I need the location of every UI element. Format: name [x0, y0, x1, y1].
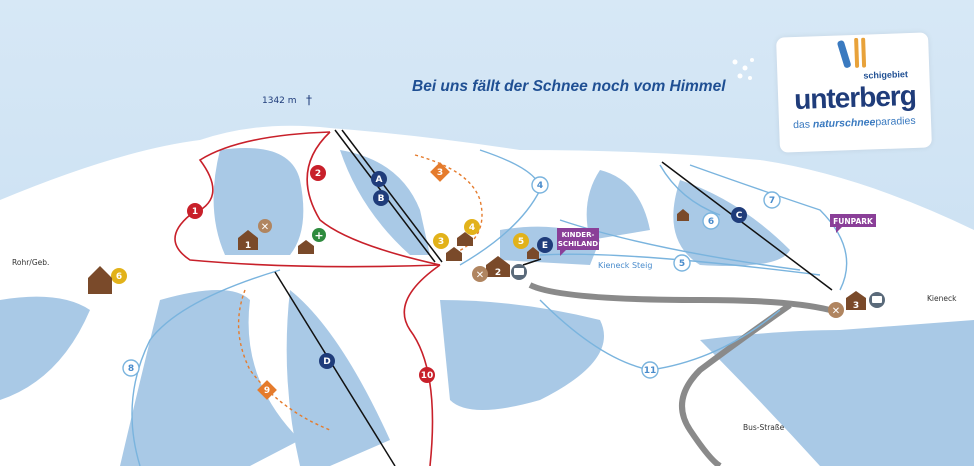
- slope-3-marker[interactable]: 3: [430, 162, 450, 182]
- kinderschiland-badge[interactable]: KINDER- SCHILAND: [557, 228, 599, 256]
- restaurant-4-marker[interactable]: 4: [464, 219, 480, 235]
- svg-text:+: +: [314, 229, 323, 242]
- logo-name: unterberg: [793, 79, 917, 116]
- hut-icon: [677, 209, 689, 221]
- hut-icon: [486, 256, 510, 277]
- slope-11-marker[interactable]: [641, 361, 659, 379]
- unterberg-logo[interactable]: schigebiet unterberg das naturschneepara…: [776, 32, 932, 153]
- lifts: [274, 129, 833, 466]
- first-aid-icon: +: [312, 228, 326, 242]
- ski-icon: [837, 37, 867, 68]
- peak-elevation: 1342 m: [262, 96, 297, 106]
- bus-strasse-label: Bus-Straße: [743, 423, 785, 432]
- hut-icon: [298, 240, 314, 254]
- slope-8-marker[interactable]: [122, 359, 140, 377]
- slope-7-label: 7: [769, 196, 775, 206]
- restaurant-5-marker[interactable]: 5: [513, 233, 529, 249]
- cross-icon: †: [306, 93, 312, 107]
- svg-text:2: 2: [315, 169, 321, 179]
- slope-5-marker[interactable]: [673, 254, 691, 272]
- slope-1-marker[interactable]: 1: [187, 203, 203, 219]
- hut-1-label: 1: [245, 241, 251, 251]
- restaurant-6-marker[interactable]: 6: [111, 268, 127, 284]
- svg-text:B: B: [378, 194, 385, 204]
- svg-text:1: 1: [192, 207, 198, 217]
- slope-9-marker[interactable]: 9: [257, 380, 277, 400]
- road: [528, 282, 831, 313]
- svg-text:E: E: [542, 241, 548, 251]
- slope-6-marker[interactable]: [702, 212, 720, 230]
- slope-5-label: 5: [679, 259, 685, 269]
- slope-10-marker[interactable]: 10: [419, 367, 435, 383]
- restaurant-icon: ✕: [472, 266, 488, 282]
- lift-c-marker[interactable]: C: [731, 207, 747, 223]
- restaurant-icon: ✕: [258, 219, 272, 233]
- svg-text:9: 9: [264, 386, 270, 396]
- svg-text:✕: ✕: [832, 306, 840, 317]
- hut-icon: [527, 247, 539, 259]
- svg-text:5: 5: [518, 237, 524, 247]
- svg-text:FUNPARK: FUNPARK: [833, 217, 874, 226]
- svg-text:10: 10: [421, 371, 434, 381]
- svg-text:3: 3: [438, 237, 444, 247]
- svg-text:Kieneck: Kieneck: [927, 294, 957, 303]
- lift-b-marker[interactable]: B: [373, 190, 389, 206]
- lift-e-marker[interactable]: E: [537, 237, 553, 253]
- svg-text:Rohr/Geb.: Rohr/Geb.: [12, 258, 49, 267]
- svg-text:SCHILAND: SCHILAND: [558, 240, 598, 248]
- svg-text:3: 3: [437, 168, 443, 178]
- hut-icon: [846, 291, 866, 310]
- svg-text:C: C: [736, 211, 743, 221]
- rohr-sign: Rohr/Geb.: [8, 256, 72, 268]
- svg-text:D: D: [323, 357, 330, 367]
- funpark-badge[interactable]: FUNPARK: [830, 214, 876, 233]
- svg-text:6: 6: [116, 272, 122, 282]
- kieneck-sign: Kieneck: [918, 292, 972, 304]
- svg-text:A: A: [376, 175, 383, 185]
- kieneck-steig-label: Kieneck Steig: [598, 261, 652, 270]
- slope-4-label: 4: [537, 181, 543, 191]
- red-slopes: [174, 131, 441, 466]
- slope-7-marker[interactable]: [763, 191, 781, 209]
- bus-stop-icon: [511, 264, 527, 280]
- restaurant-3-marker[interactable]: 3: [433, 233, 449, 249]
- slope-8-label: 8: [128, 364, 134, 374]
- svg-text:✕: ✕: [261, 222, 269, 233]
- hut-icon: [457, 232, 473, 246]
- headline: Bei uns fällt der Schnee noch vom Himmel: [412, 78, 726, 95]
- slope-6-label: 6: [708, 217, 714, 227]
- snowflake-dots: [732, 58, 754, 80]
- svg-text:KINDER-: KINDER-: [562, 231, 595, 239]
- svg-text:✕: ✕: [476, 270, 484, 281]
- blue-slopes: [131, 149, 848, 466]
- slope-2-marker[interactable]: 2: [310, 165, 326, 181]
- chapel-icon: [88, 266, 112, 294]
- bus-road: [679, 302, 792, 466]
- logo-tagline: das naturschneeparadies: [792, 114, 916, 132]
- bus-stop-icon: [869, 292, 885, 308]
- huts: [88, 209, 866, 310]
- restaurant-icon: ✕: [828, 302, 844, 318]
- lift-a-marker[interactable]: A: [371, 171, 387, 187]
- hut-icon: [446, 247, 462, 261]
- slope-4-marker[interactable]: [531, 176, 549, 194]
- lift-d-marker[interactable]: D: [319, 353, 335, 369]
- hut-3-label: 3: [853, 301, 859, 311]
- hut-2-label: 2: [495, 268, 501, 278]
- hut-icon: [238, 230, 258, 250]
- svg-text:4: 4: [469, 223, 475, 233]
- slope-11-label: 11: [644, 366, 657, 376]
